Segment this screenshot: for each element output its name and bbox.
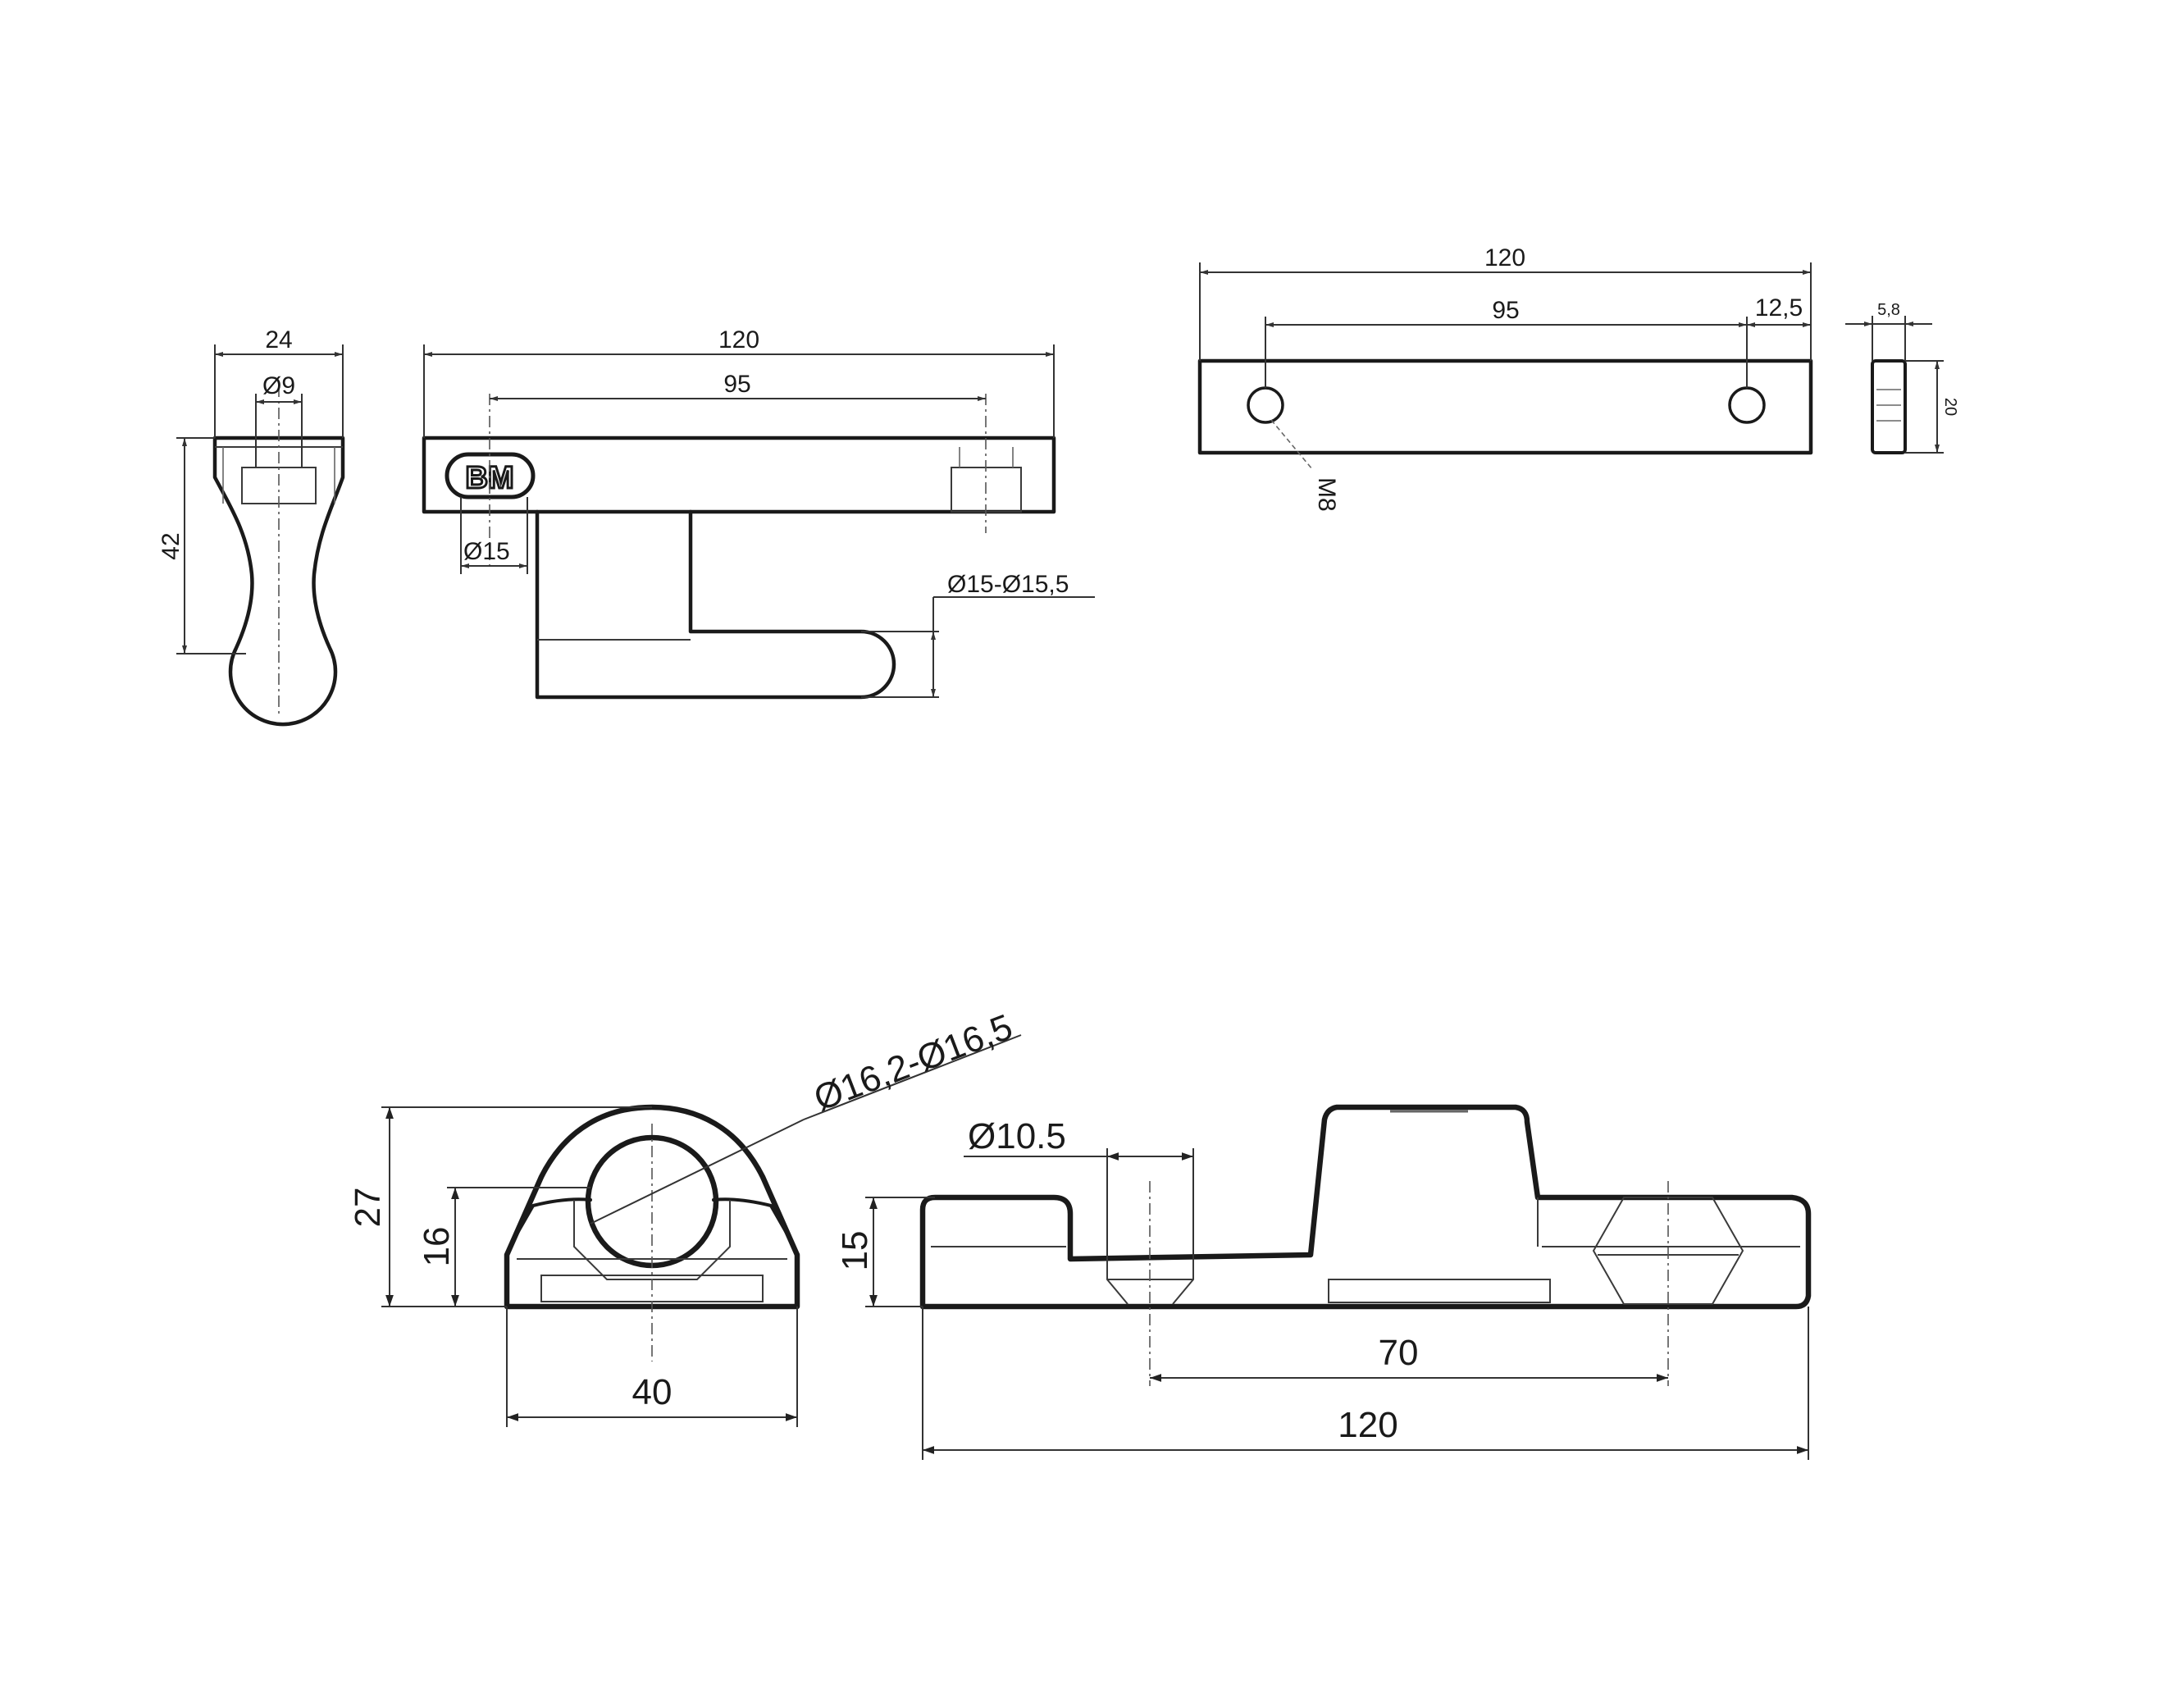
side-view: 24 Ø9 42	[157, 326, 345, 727]
bar-view: 120 95 12,5 M8	[1197, 244, 1813, 512]
dim-bar-thickness: 5,8	[1877, 301, 1900, 319]
bar-outline	[1197, 358, 1813, 455]
dim-bracket-height: 27	[348, 1188, 388, 1228]
side-view-outline	[212, 436, 345, 727]
dim-base-hole-dia: Ø10.5	[968, 1116, 1066, 1156]
dim-bracket-bore-height: 16	[417, 1227, 457, 1267]
dim-pin-diameter: Ø15-Ø15,5	[947, 571, 1069, 598]
bar-end-view: 5,8 20	[1845, 301, 1959, 454]
dim-bar-height: 20	[1941, 398, 1959, 416]
front-view: BM 120 95 Ø15 Ø15-Ø15,5	[422, 326, 1095, 700]
dim-side-height: 42	[157, 532, 185, 559]
bracket-outline	[504, 1104, 800, 1310]
dim-front-hole-spacing: 95	[723, 371, 750, 398]
dim-base-length: 120	[1338, 1405, 1397, 1445]
bar-end-outline	[1871, 359, 1907, 454]
base-outline	[919, 1104, 1812, 1310]
front-view-top-bar	[422, 436, 1056, 514]
bar-hole-left	[1247, 386, 1284, 424]
dim-side-width: 24	[265, 326, 292, 353]
dim-bar-thread: M8	[1313, 477, 1340, 512]
dim-front-length: 120	[718, 326, 759, 353]
dim-side-hole-dia: Ø9	[262, 372, 295, 399]
dim-bar-end-offset: 12,5	[1755, 294, 1803, 322]
dim-line-bracket-bore	[590, 1119, 805, 1225]
bar-hole-right	[1728, 386, 1766, 424]
dim-bracket-width: 40	[632, 1372, 673, 1412]
dim-base-hole-spacing: 70	[1379, 1333, 1419, 1373]
base-view: Ø10.5 15 70 120	[835, 1104, 1812, 1460]
dim-front-logo-offset: Ø15	[463, 538, 510, 565]
dim-bracket-bore: Ø16,2-Ø16,5	[809, 1006, 1018, 1119]
dim-bar-hole-spacing: 95	[1492, 297, 1519, 324]
dim-bar-length: 120	[1484, 244, 1525, 271]
dim-base-height: 15	[835, 1231, 875, 1271]
front-view-pin-body	[535, 509, 896, 700]
